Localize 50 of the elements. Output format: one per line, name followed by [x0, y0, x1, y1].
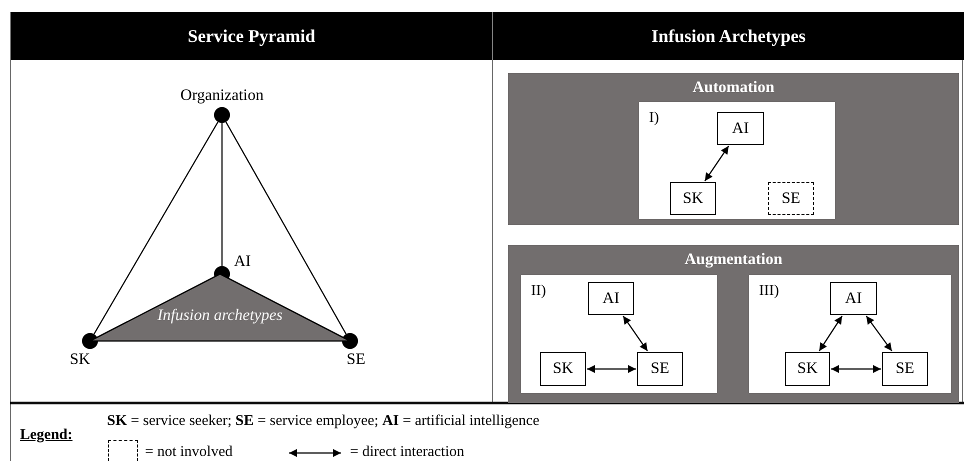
connector-line: [221, 123, 223, 266]
double-arrow: [866, 316, 892, 352]
column-header: Service Pyramid: [11, 12, 492, 60]
legend-title: Legend:: [20, 428, 72, 443]
archetype-card: [749, 275, 951, 393]
vertex-dot: [214, 107, 230, 123]
actor-box: [540, 352, 586, 386]
actor-label: AI: [845, 290, 862, 306]
actor-box: [830, 282, 877, 315]
actor-box: [882, 352, 928, 386]
column-header: Infusion Archetypes: [493, 12, 964, 60]
actor-box: [670, 182, 716, 215]
legend-note: SK = service seeker; SE = service employee; AI = artificial intelligence: [107, 414, 540, 429]
case-number: II): [531, 284, 546, 299]
panel-title: Automation: [692, 80, 776, 96]
area-label: Infusion archetypes: [156, 308, 284, 324]
archetype-card: [639, 102, 835, 219]
actor-box: [637, 352, 683, 386]
vertex-label: SK: [70, 352, 90, 368]
actor-label: SE: [650, 361, 670, 377]
vertex-label: Organization: [180, 88, 264, 104]
double-arrow: [587, 365, 636, 373]
connector-line: [225, 122, 347, 334]
actor-box: [785, 352, 830, 386]
panel-title: Augmentation: [684, 252, 784, 268]
archetype-card: [521, 275, 717, 393]
actor-label: AI: [732, 120, 749, 136]
vertex-label: AI: [234, 254, 251, 270]
legend-text: = not involved: [145, 445, 233, 460]
legend-text: = direct interaction: [350, 445, 464, 460]
category-panel: [508, 245, 959, 403]
vertex-label: SE: [346, 352, 366, 368]
actor-label: SK: [797, 361, 818, 377]
connector-line: [94, 122, 218, 334]
double-arrow: [704, 146, 730, 182]
case-number: I): [649, 111, 659, 126]
shaded-triangle: [90, 274, 350, 341]
actor-label: SK: [682, 190, 704, 206]
double-arrow: [831, 365, 881, 373]
actor-label: SE: [782, 190, 800, 206]
actor-label: SE: [896, 361, 914, 377]
double-arrow: [622, 316, 648, 352]
double-arrow: [818, 316, 843, 352]
actor-box: [588, 282, 634, 315]
actor-box: [717, 112, 764, 145]
actor-label: SK: [552, 361, 574, 377]
actor-label: AI: [602, 290, 620, 306]
dashed-actor-box: [768, 182, 814, 215]
category-panel: [508, 73, 959, 225]
case-number: III): [759, 284, 779, 299]
